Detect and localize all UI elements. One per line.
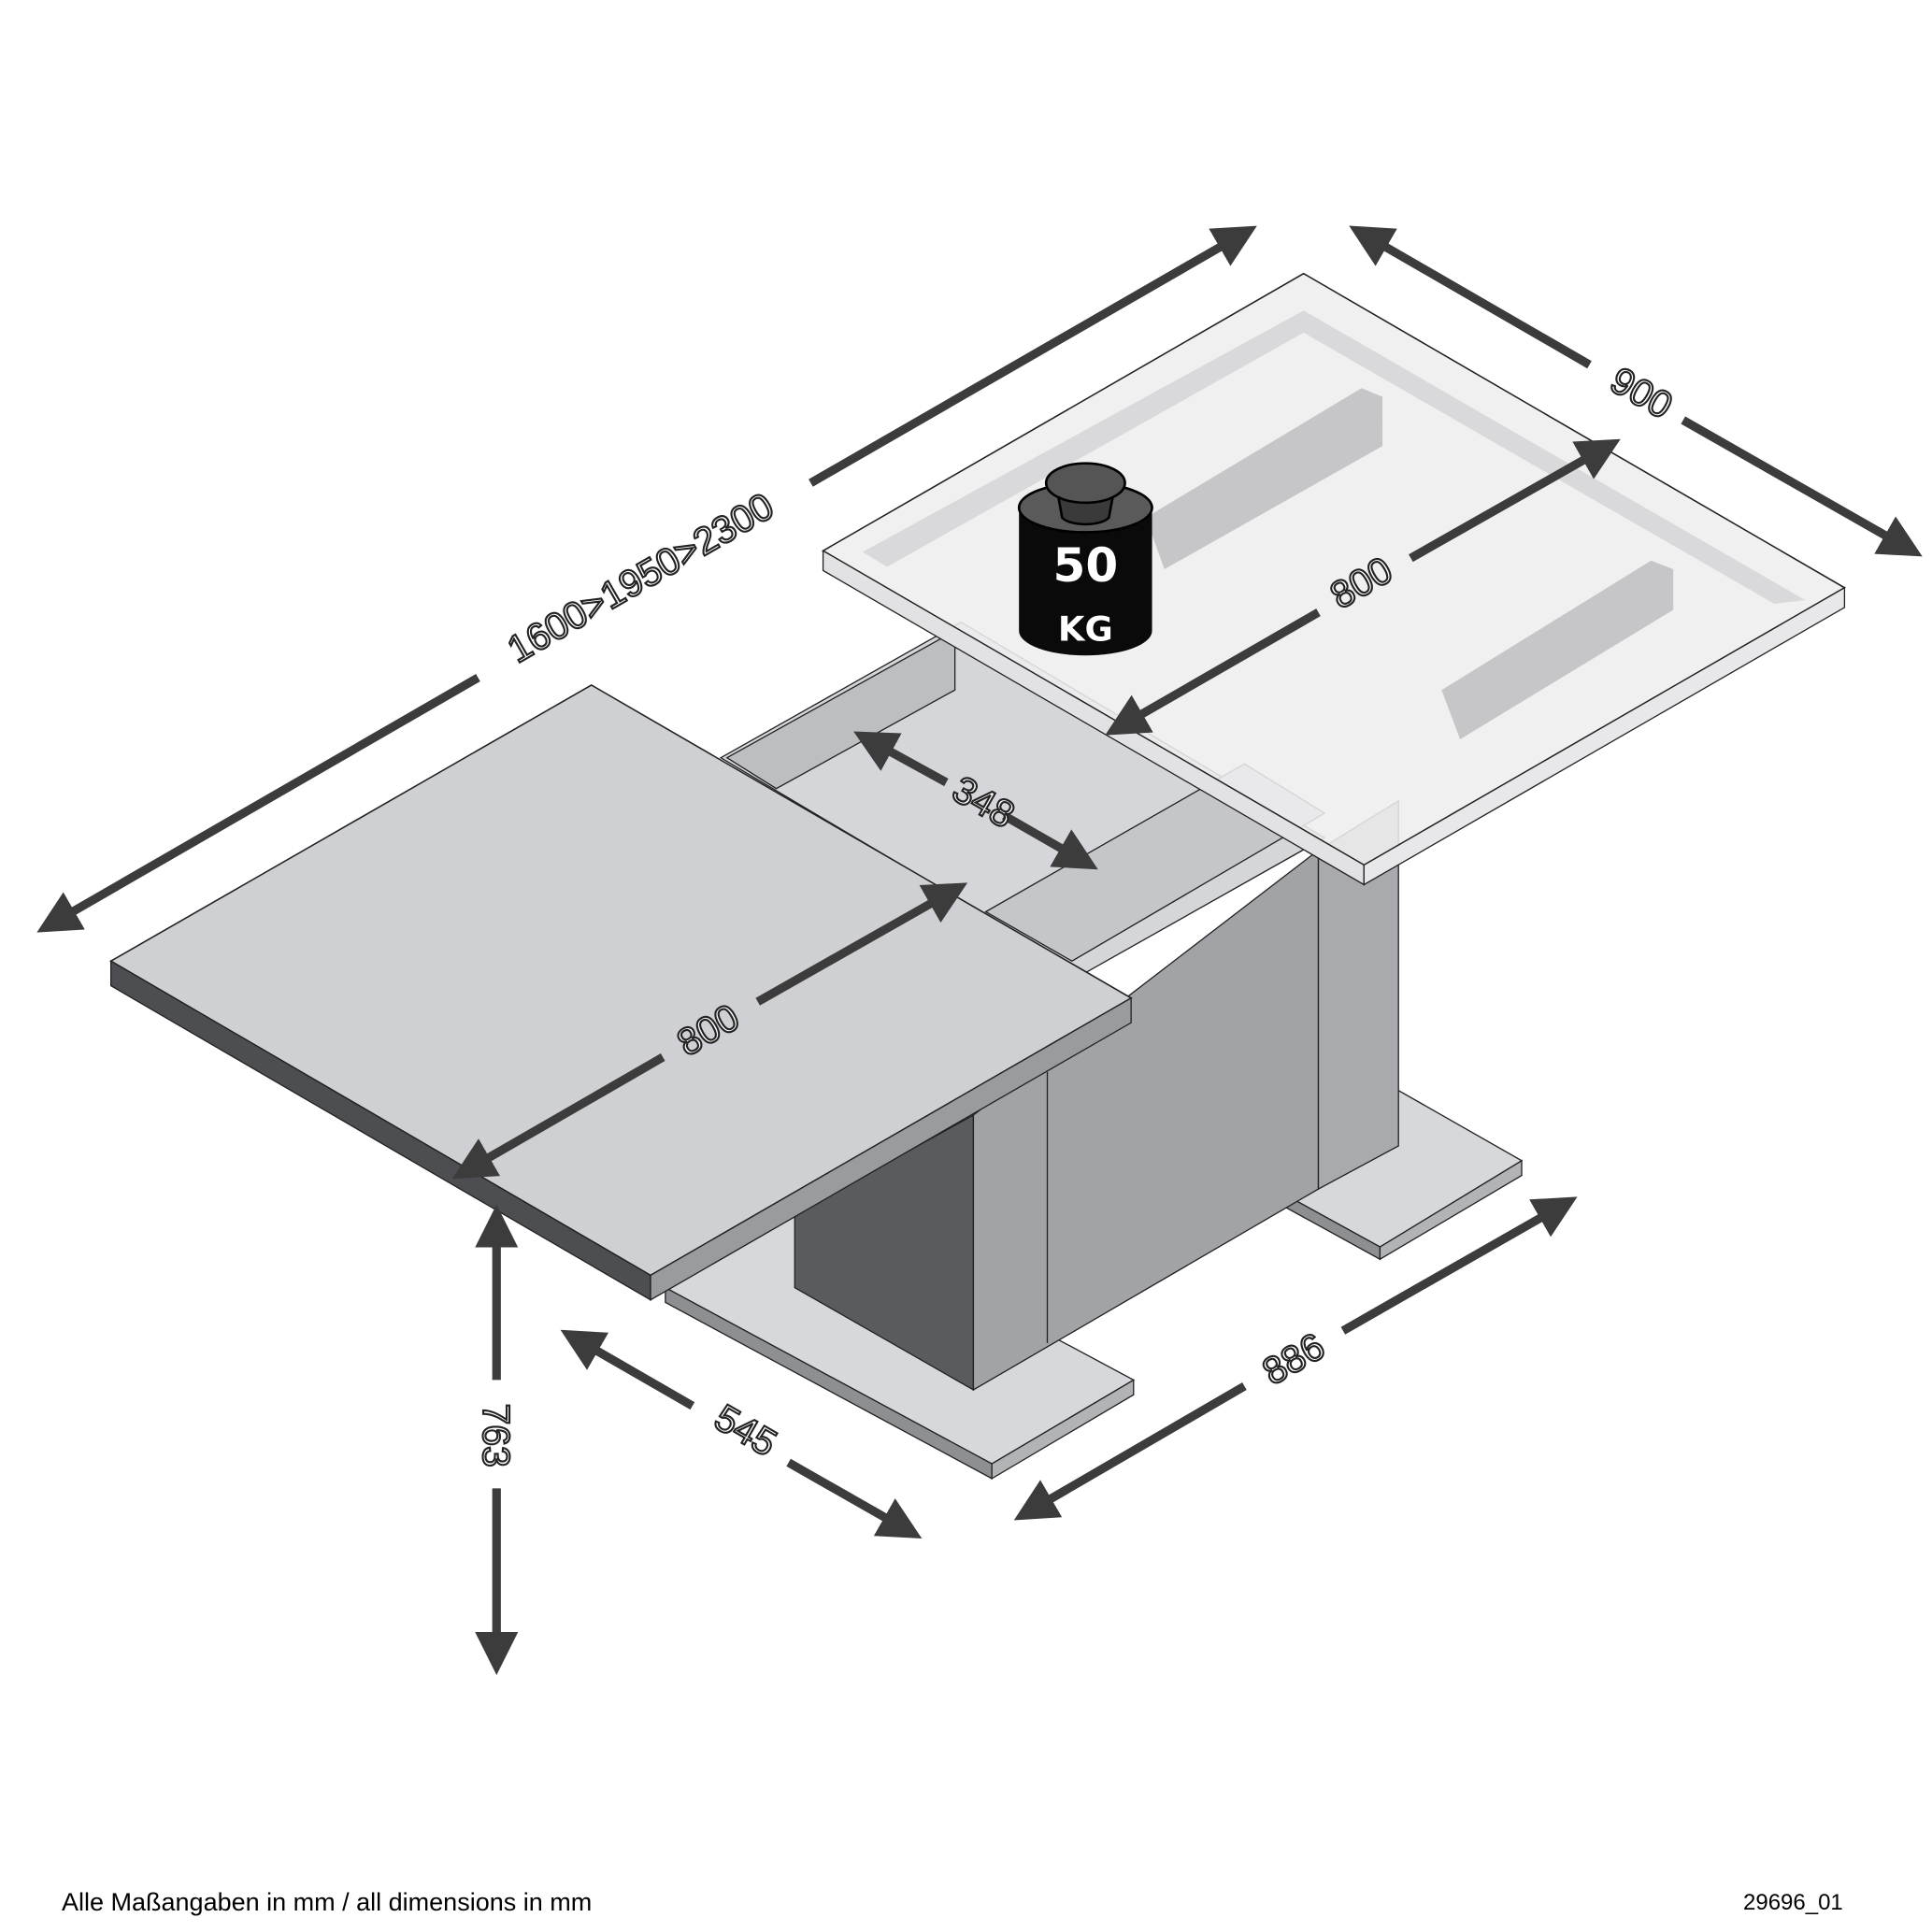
dim-height-label: 763 — [475, 1404, 518, 1467]
weight-unit: KG — [1058, 608, 1113, 649]
units-note: Alle Maßangaben in mm / all dimensions i… — [62, 1888, 593, 1916]
weight-icon: 50 KG — [1017, 462, 1153, 656]
dim-base-length-label: 886 — [1255, 1324, 1332, 1394]
pedestal — [794, 799, 1399, 1392]
weight-value: 50 — [1053, 538, 1119, 593]
table-top-right — [822, 272, 1846, 886]
dim-length-label: 1600>1950>2300 — [500, 484, 780, 671]
dim-base-depth-label: 545 — [708, 1395, 784, 1465]
article-code: 29696_01 — [1743, 1890, 1843, 1915]
dim-width-label: 900 — [1603, 358, 1680, 427]
dim-height: 763 — [474, 1204, 519, 1676]
base-plate-back — [1280, 1089, 1524, 1261]
